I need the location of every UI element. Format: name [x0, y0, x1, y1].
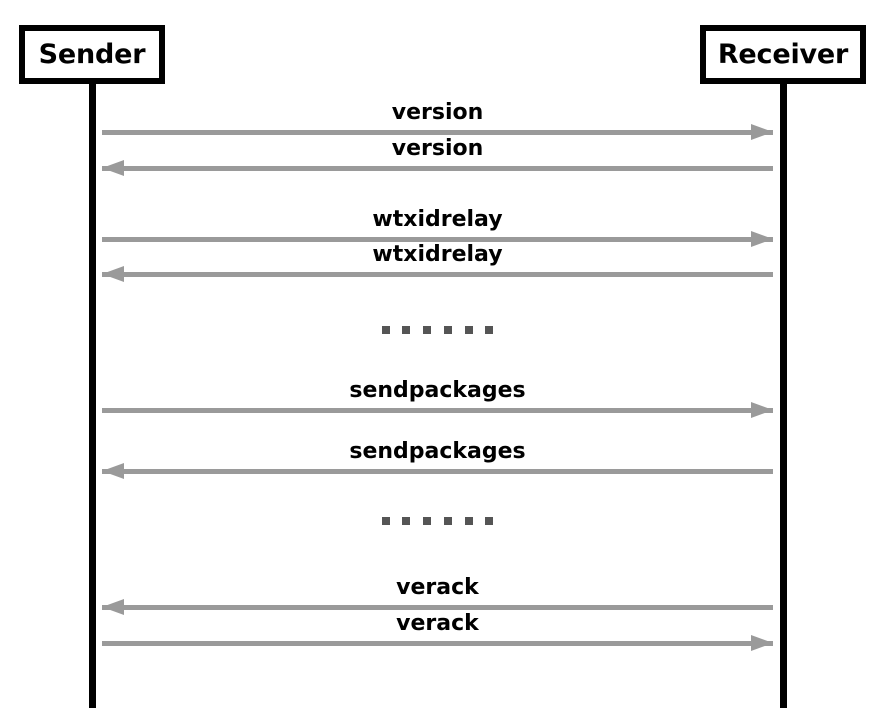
arrowhead-left-icon — [102, 160, 124, 176]
ellipsis-dot — [381, 326, 390, 334]
message-label: verack — [396, 610, 479, 636]
message-line — [102, 605, 773, 610]
arrowhead-right-icon — [751, 231, 773, 247]
arrowhead-left-icon — [102, 266, 124, 282]
participant-box-sender[interactable]: Sender — [19, 25, 165, 84]
ellipsis-separator — [381, 326, 494, 334]
message-label: version — [391, 135, 484, 161]
participant-box-receiver[interactable]: Receiver — [700, 25, 866, 84]
message-line — [102, 641, 773, 646]
message-label: sendpackages — [349, 438, 526, 464]
participant-label-sender: Sender — [38, 39, 146, 70]
message-label: wtxidrelay — [372, 206, 503, 232]
message-line — [102, 272, 773, 277]
ellipsis-dot — [423, 517, 432, 525]
message-line — [102, 469, 773, 474]
message-line — [102, 166, 773, 171]
arrowhead-right-icon — [751, 402, 773, 418]
lifeline-sender — [88, 84, 96, 708]
ellipsis-dot — [443, 326, 452, 334]
message-line — [102, 237, 773, 242]
ellipsis-dot — [464, 326, 473, 334]
arrowhead-left-icon — [102, 463, 124, 479]
message-label: version — [391, 99, 484, 125]
message-line — [102, 130, 773, 135]
message-line — [102, 408, 773, 413]
ellipsis-dot — [402, 326, 411, 334]
ellipsis-dot — [402, 517, 411, 525]
lifeline-receiver — [779, 84, 787, 708]
participant-label-receiver: Receiver — [717, 39, 849, 70]
ellipsis-dot — [485, 326, 494, 334]
arrowhead-left-icon — [102, 599, 124, 615]
arrowhead-right-icon — [751, 124, 773, 140]
arrowhead-right-icon — [751, 635, 773, 651]
ellipsis-dot — [423, 326, 432, 334]
ellipsis-separator — [381, 517, 494, 525]
message-label: sendpackages — [349, 377, 526, 403]
ellipsis-dot — [485, 517, 494, 525]
message-label: wtxidrelay — [372, 241, 503, 267]
message-label: verack — [396, 574, 479, 600]
ellipsis-dot — [464, 517, 473, 525]
ellipsis-dot — [381, 517, 390, 525]
ellipsis-dot — [443, 517, 452, 525]
